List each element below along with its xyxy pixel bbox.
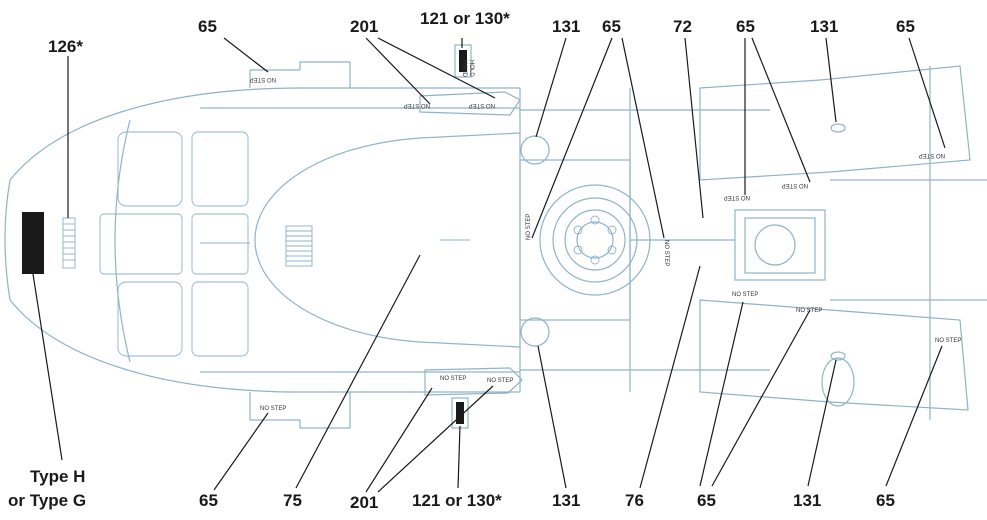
callout-65: 65 xyxy=(198,17,217,36)
callout-201: 201 xyxy=(350,17,378,36)
upper-tail-port xyxy=(830,123,846,133)
decal-no-step: NO STEP xyxy=(526,214,532,240)
decal-no-step: NO STEP xyxy=(487,378,513,384)
lower-tail-panel xyxy=(699,299,969,411)
fuselage-outline xyxy=(4,87,520,393)
decal-no-step: NO STEP xyxy=(732,292,758,298)
callout-76: 76 xyxy=(625,491,644,510)
lower-hand-hold xyxy=(456,402,464,424)
lower-step-fairing xyxy=(249,392,351,429)
vent-grille xyxy=(285,225,313,267)
decal-no-step: NO STEP xyxy=(782,182,808,188)
window-1 xyxy=(117,131,183,207)
cabin-roof-outline-2 xyxy=(200,107,520,373)
window-3 xyxy=(99,213,183,275)
callout-65: 65 xyxy=(602,17,621,36)
callout-201: 201 xyxy=(350,493,378,512)
callout-72: 72 xyxy=(673,17,692,36)
upper-hand-hold-bracket xyxy=(454,44,472,78)
upper-cowling-oval xyxy=(254,132,521,348)
lower-tail-hatch xyxy=(821,357,855,407)
cabin-roof-outline xyxy=(114,119,131,363)
decal-no-step: NO STEP xyxy=(260,406,286,412)
decal-no-step: NO STEP xyxy=(663,240,669,266)
callout-126: 126* xyxy=(48,37,83,56)
cockpit-windows xyxy=(99,131,249,357)
upper-step-panel xyxy=(419,91,521,116)
nose-grille xyxy=(62,217,76,269)
decal-no-step: NO STEP xyxy=(724,194,750,200)
upper-tail-panel xyxy=(699,65,971,181)
placard-decals: NO STEP NO STEP NO STEP NO STEP NO STEP … xyxy=(250,76,962,412)
decal-no-step: NO STEP xyxy=(250,76,276,82)
leader-lines xyxy=(32,37,946,493)
window-5 xyxy=(117,281,183,357)
callout-labels: 126* 65 201 121 or 130* 131 65 72 65 131… xyxy=(8,9,915,512)
callout-121-or-130: 121 or 130* xyxy=(420,9,510,28)
callout-type-g: or Type G xyxy=(8,491,86,510)
upper-step-fairing xyxy=(249,61,351,88)
exhaust-outlet xyxy=(754,224,796,266)
callout-65: 65 xyxy=(876,491,895,510)
callout-65: 65 xyxy=(896,17,915,36)
decal-no-step: NO STEP xyxy=(469,102,495,108)
upper-hand-hold xyxy=(459,50,467,72)
decal-no-step: NO STEP xyxy=(440,376,466,382)
type-marking-plate xyxy=(22,212,44,274)
decal-no-step: NO STEP xyxy=(919,152,945,158)
callout-75: 75 xyxy=(283,491,302,510)
callout-131: 131 xyxy=(552,17,580,36)
lower-tail-port xyxy=(830,351,846,361)
callout-131: 131 xyxy=(552,491,580,510)
callout-131: 131 xyxy=(810,17,838,36)
rotor-hub xyxy=(539,184,651,296)
callout-65: 65 xyxy=(697,491,716,510)
window-4 xyxy=(191,213,249,275)
lower-sight-port xyxy=(520,317,550,347)
callout-131: 131 xyxy=(793,491,821,510)
airframe-outline xyxy=(4,44,987,429)
decal-no-step: NO STEP xyxy=(935,338,961,344)
window-2 xyxy=(191,131,249,207)
callout-65: 65 xyxy=(199,491,218,510)
callout-121-or-130: 121 or 130* xyxy=(412,491,502,510)
decal-no-step: NO STEP xyxy=(404,102,430,108)
window-6 xyxy=(191,281,249,357)
lower-step-panel xyxy=(424,367,523,396)
exhaust-box-inner xyxy=(744,217,816,274)
upper-sight-port xyxy=(520,135,550,165)
hand-hold-label: HOLD xyxy=(468,60,474,77)
hand-hold-label: HAND xyxy=(461,60,467,78)
callout-65: 65 xyxy=(736,17,755,36)
exhaust-box xyxy=(734,209,826,281)
callout-type-h: Type H xyxy=(30,467,85,486)
